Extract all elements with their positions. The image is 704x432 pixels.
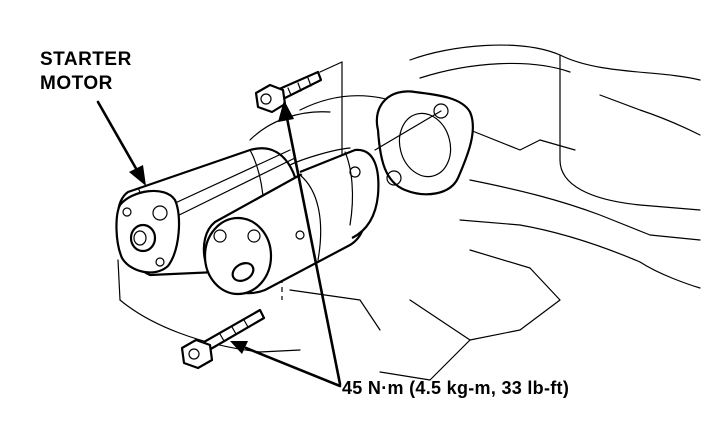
lower-mounting-bolt	[180, 308, 266, 370]
starter-motor-arrow	[96, 100, 146, 186]
starter-motor-label: STARTER MOTOR	[40, 48, 132, 96]
torque-spec-label: 45 N·m (4.5 kg-m, 33 lb-ft)	[342, 378, 570, 398]
torque-arrow-lower-bolt	[230, 341, 342, 388]
starter-motor-label-line2: MOTOR	[40, 73, 113, 94]
engine-block-outline	[117, 44, 701, 381]
starter-motor-label-line1: STARTER	[40, 49, 132, 70]
gasket-hole-lower	[386, 170, 402, 186]
gasket-hole-upper	[433, 103, 449, 119]
torque-arrow-upper-bolt	[278, 100, 342, 386]
mounting-gasket	[375, 90, 474, 196]
upper-mounting-bolt	[254, 70, 323, 114]
starter-motor	[115, 147, 380, 296]
